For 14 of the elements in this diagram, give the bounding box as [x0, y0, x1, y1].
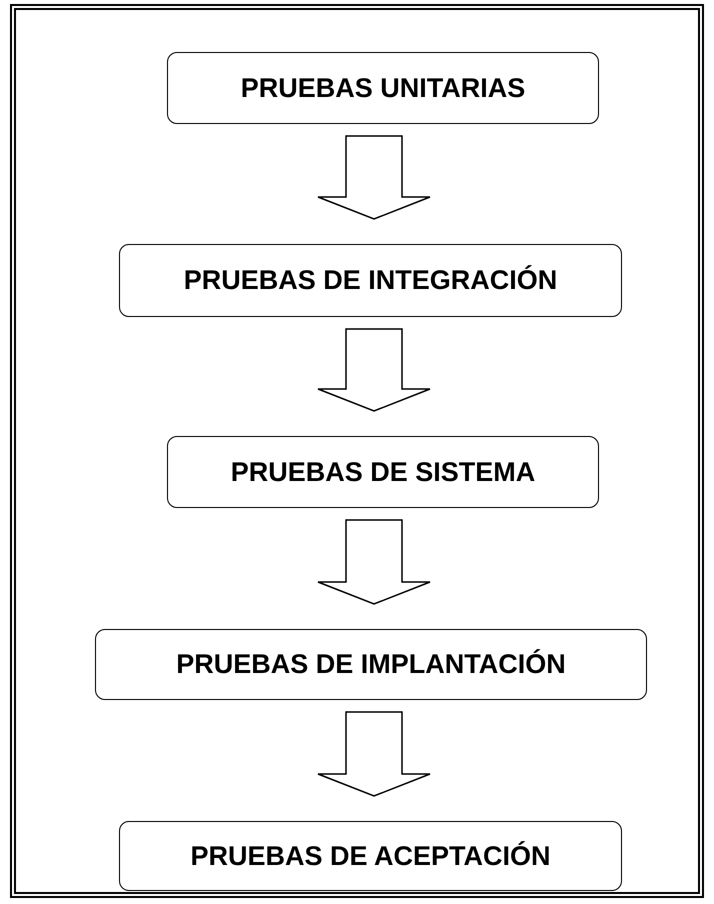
step-label: PRUEBAS DE INTEGRACIÓN: [184, 265, 558, 296]
block-arrow: [317, 328, 431, 412]
step-label: PRUEBAS UNITARIAS: [240, 72, 526, 104]
block-arrow: [317, 519, 431, 605]
step-label: PRUEBAS DE SISTEMA: [230, 456, 536, 488]
process-box: [167, 436, 599, 508]
process-box: [119, 244, 622, 317]
process-box: [167, 52, 599, 124]
block-arrow: [317, 711, 431, 797]
step-label: PRUEBAS DE ACEPTACIÓN: [190, 840, 551, 872]
process-box: [119, 821, 622, 891]
block-arrow: [317, 135, 431, 220]
process-box: [95, 629, 647, 700]
step-label: PRUEBAS DE IMPLANTACIÓN: [176, 649, 566, 680]
